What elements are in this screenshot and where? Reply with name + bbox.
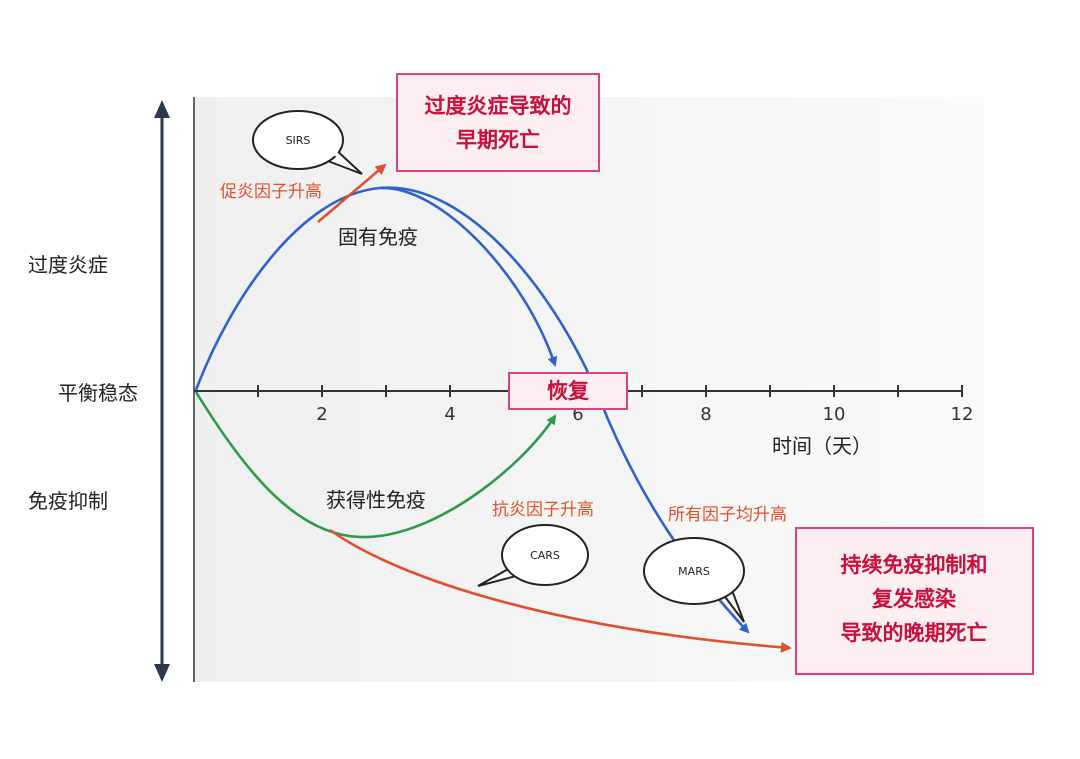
- vertical-axis-arrow-up: [154, 100, 170, 118]
- label-homeostasis: 平衡稳态: [58, 381, 138, 405]
- early-death-line-1: 过度炎症导致的: [425, 94, 572, 118]
- innate-immunity-recovery-curve: [194, 186, 558, 391]
- sirs-bubble-text: SIRS: [286, 134, 311, 147]
- early-death-box: 过度炎症导致的 早期死亡: [396, 73, 600, 172]
- vertical-axis-arrow-down: [154, 664, 170, 682]
- pro-inflammatory-arrow: [317, 163, 387, 223]
- early-death-box-frame: [396, 73, 600, 172]
- late-death-box: 持续免疫抑制和 复发感染 导致的晚期死亡: [795, 527, 1034, 675]
- anti-inflammatory-note: 抗炎因子升高: [492, 500, 594, 520]
- late-death-line-1: 持续免疫抑制和: [841, 553, 988, 577]
- mars-bubble: MARS: [643, 537, 745, 623]
- cars-bubble-text: CARS: [530, 549, 560, 562]
- late-death-box-frame: [795, 527, 1034, 675]
- early-death-line-2: 早期死亡: [456, 128, 540, 152]
- label-excessive-inflammation: 过度炎症: [28, 253, 108, 277]
- mars-bubble-text: MARS: [678, 565, 710, 578]
- recovery-box: 恢复: [508, 372, 628, 410]
- tick-label-4: 4: [444, 404, 455, 425]
- all-factors-note: 所有因子均升高: [668, 505, 787, 525]
- adaptive-immunity-label: 获得性免疫: [326, 488, 426, 512]
- adaptive-immunity-curve: [194, 391, 557, 539]
- sirs-bubble-shape: [252, 110, 344, 170]
- tick-label-8: 8: [700, 404, 711, 425]
- tick-label-2: 2: [316, 404, 327, 425]
- innate-immunity-label: 固有免疫: [338, 225, 418, 249]
- late-death-line-2: 复发感染: [871, 587, 956, 611]
- mars-bubble-shape: [643, 537, 745, 605]
- time-axis-title: 时间（天）: [772, 434, 872, 458]
- cars-bubble-shape: [501, 524, 589, 586]
- sirs-bubble-joint: [324, 148, 339, 157]
- tick-label-12: 12: [951, 404, 974, 425]
- sirs-bubble: SIRS: [252, 110, 363, 175]
- cars-bubble: CARS: [477, 524, 589, 587]
- late-death-line-3: 导致的晚期死亡: [841, 621, 988, 645]
- pro-inflammatory-note: 促炎因子升高: [220, 182, 322, 202]
- tick-label-6: 6: [572, 404, 583, 425]
- label-immunosuppression: 免疫抑制: [28, 489, 108, 513]
- recovery-box-frame: [508, 372, 628, 410]
- anti-inflammatory-arrow: [329, 528, 792, 653]
- recovery-text: 恢复: [547, 379, 590, 403]
- tick-label-10: 10: [823, 404, 846, 425]
